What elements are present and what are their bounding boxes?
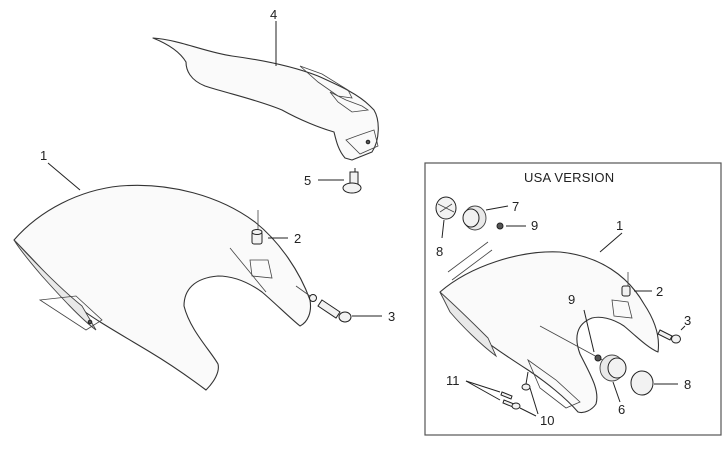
screw-5: [342, 168, 362, 194]
usa-callout-9-top: 9: [531, 218, 538, 233]
usa-callout-8-bottom: 8: [684, 377, 691, 392]
usa-callout-8-top: 8: [436, 244, 443, 259]
usa-version-inset: USA VERSION: [424, 162, 722, 436]
usa-callout-6: 6: [618, 402, 625, 417]
usa-callout-9-mid: 9: [568, 292, 575, 307]
callout-2: 2: [294, 231, 301, 246]
upper-fairing-panel: [152, 37, 379, 161]
callout-1: 1: [40, 148, 47, 163]
usa-callout-3: 3: [684, 313, 691, 328]
usa-spacer-2: [621, 285, 652, 297]
usa-reflector-lower: [539, 309, 678, 403]
usa-callout-2: 2: [656, 284, 663, 299]
usa-hardware-10-11: [465, 371, 539, 417]
callout-3: 3: [388, 309, 395, 324]
callout-5: 5: [304, 173, 311, 188]
front-mudguard: [13, 184, 312, 391]
usa-callout-1: 1: [616, 218, 623, 233]
usa-callout-7: 7: [512, 199, 519, 214]
usa-reflector-top: [435, 196, 526, 281]
spacer-2: [251, 229, 263, 245]
callout-4: 4: [270, 7, 277, 22]
usa-callout-11: 11: [446, 373, 460, 388]
left-leaders: [47, 21, 344, 239]
usa-mudguard: [439, 251, 660, 414]
bolt-3: [295, 285, 382, 323]
usa-bolt-3: [657, 325, 686, 344]
usa-version-title: USA VERSION: [524, 170, 614, 185]
usa-callout-10: 10: [540, 413, 554, 428]
